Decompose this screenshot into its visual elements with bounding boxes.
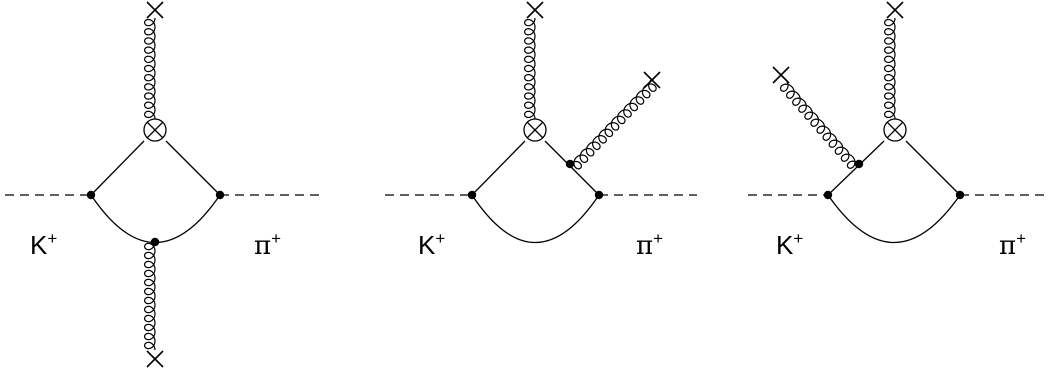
gluon-line-emitted — [569, 79, 657, 170]
vertex-dot — [150, 237, 160, 247]
outgoing-meson-label: π+ — [254, 229, 281, 261]
external-field-cross-icon — [146, 1, 164, 19]
gluon-line-upper — [523, 17, 536, 120]
quark-line-left — [827, 140, 885, 196]
quark-line-lower-arc — [471, 194, 600, 244]
operator-insertion-icon — [143, 118, 167, 142]
vertex-dot — [854, 159, 864, 169]
quark-line-lower-arc — [827, 194, 961, 243]
quark-line-lower-arc — [90, 194, 221, 243]
quark-line-right — [905, 140, 961, 196]
gluon-line-lower — [143, 241, 156, 351]
gluon-line-emitted — [779, 79, 860, 169]
external-field-cross-icon — [526, 1, 544, 19]
vertex-dot — [86, 190, 96, 200]
diagram-3: K+ π+ — [748, 1, 1046, 261]
quark-line-right — [544, 140, 600, 196]
outgoing-meson-label: π+ — [636, 229, 663, 261]
external-field-cross-icon — [146, 350, 164, 368]
external-field-cross-icon — [772, 66, 790, 84]
operator-insertion-icon — [883, 118, 907, 142]
diagram-2: K+ π+ — [385, 1, 697, 261]
vertex-dot — [594, 190, 604, 200]
gluon-line-upper — [883, 17, 896, 120]
vertex-dot — [955, 190, 965, 200]
operator-insertion-icon — [523, 118, 547, 142]
quark-line-left — [90, 140, 145, 196]
quark-line-right — [165, 140, 221, 196]
external-field-cross-icon — [886, 1, 904, 19]
vertex-dot — [467, 190, 477, 200]
incoming-meson-label: K+ — [30, 229, 57, 260]
gluon-line-upper — [143, 17, 156, 120]
incoming-meson-label: K+ — [776, 229, 803, 260]
outgoing-meson-label: π+ — [999, 229, 1026, 261]
diagram-1: K+ π+ — [5, 1, 320, 368]
external-field-cross-icon — [643, 71, 661, 89]
vertex-dot — [215, 190, 225, 200]
incoming-meson-label: K+ — [418, 229, 445, 260]
vertex-dot — [565, 159, 575, 169]
vertex-dot — [823, 190, 833, 200]
quark-line-left — [471, 140, 526, 196]
